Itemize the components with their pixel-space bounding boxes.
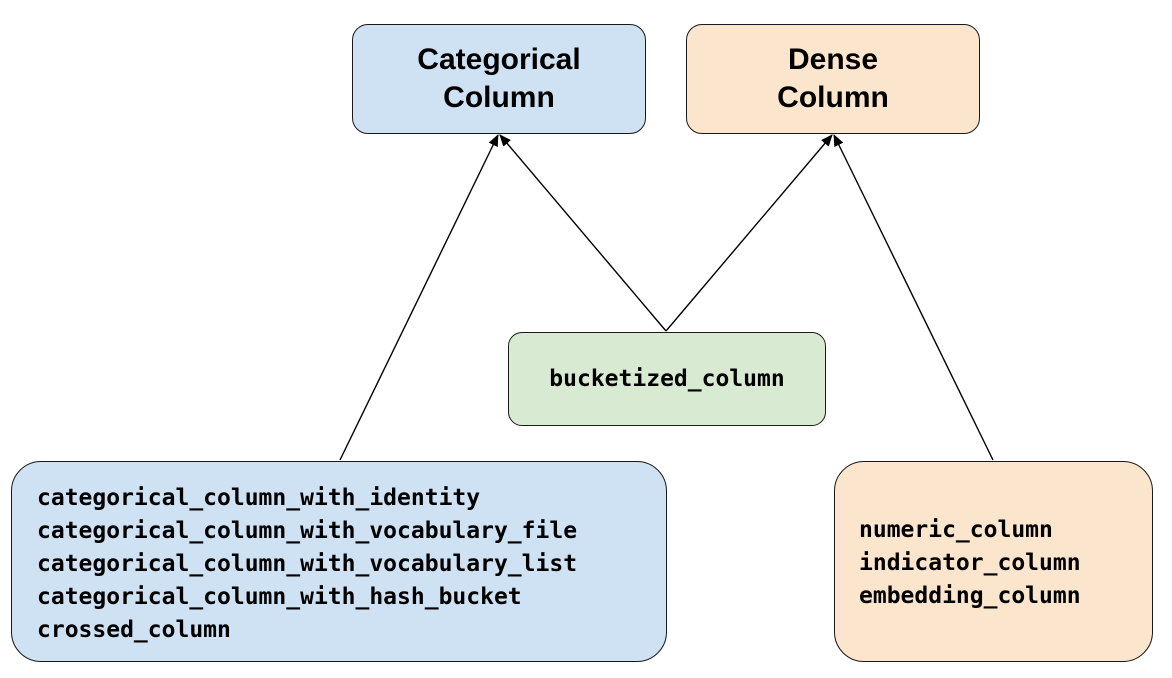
dense-functions-node: numeric_column indicator_column embeddin… [834,461,1153,662]
bucketized-column-label: bucketized_column [549,365,785,392]
bucketized-column-node: bucketized_column [508,332,826,426]
categorical-column-title: Categorical Column [417,41,580,117]
categorical-function-item: categorical_column_with_hash_bucket [37,584,522,610]
dense-column-title: Dense Column [777,41,889,117]
categorical-function-item: categorical_column_with_identity [37,485,481,511]
edge-dense-list-to-dense-column [833,134,994,461]
categorical-column-title-line2: Column [443,81,555,114]
dense-function-item: numeric_column [859,517,1053,543]
categorical-function-item: categorical_column_with_vocabulary_list [37,551,578,577]
categorical-function-item: categorical_column_with_vocabulary_file [37,518,578,544]
dense-function-item: indicator_column [859,550,1081,576]
dense-column-node: Dense Column [686,24,980,134]
edge-categorical-list-to-categorical-column [339,134,499,461]
categorical-column-node: Categorical Column [352,24,646,134]
edge-bucketized-to-categorical-column [499,134,667,332]
dense-function-item: embedding_column [859,583,1081,609]
dense-column-title-line2: Column [777,81,889,114]
categorical-column-title-line1: Categorical [417,43,581,76]
edge-bucketized-to-dense-column [665,134,833,332]
categorical-functions-node: categorical_column_with_identity categor… [11,461,667,662]
categorical-function-item: crossed_column [37,617,231,643]
dense-column-title-line1: Dense [787,43,879,76]
